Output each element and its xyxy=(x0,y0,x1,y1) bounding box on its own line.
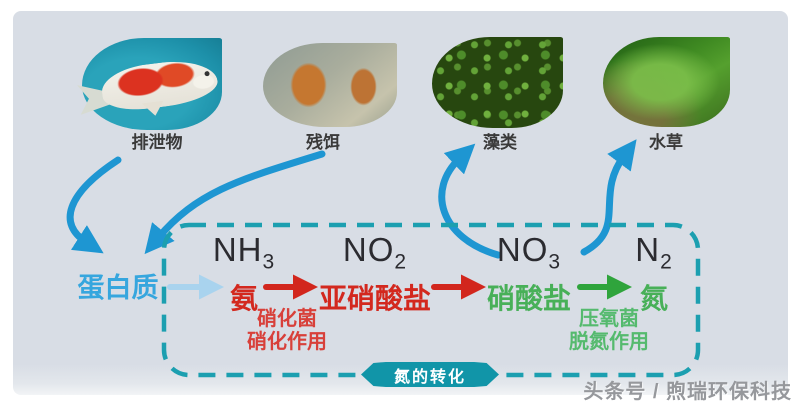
bait-label: 残饵 xyxy=(306,133,340,152)
anaerobic-bacteria-label: 压氧菌 xyxy=(579,308,639,330)
excrement-label: 排泄物 xyxy=(131,133,183,152)
denitrification-process-label: 脱氮作用 xyxy=(569,331,649,353)
nitrite-name: 亚硝酸盐 xyxy=(318,282,431,314)
nitrification-bacteria-label: 硝化菌 xyxy=(257,308,317,330)
watermark-text: 头条号 / 煦瑞环保科技 xyxy=(583,381,792,403)
stage-nitrate: NO3 硝酸盐 xyxy=(472,232,586,315)
stage-nitrogen: N2 氮 xyxy=(608,232,700,315)
koi-fin xyxy=(142,101,166,118)
formula-no3: NO3 xyxy=(496,231,562,274)
ammonia-name: 氨 xyxy=(229,282,258,314)
formula-nh3: NH3 xyxy=(212,231,276,274)
bait-leaf-image xyxy=(263,43,397,127)
formula-no2: NO2 xyxy=(342,231,408,274)
plants-leaf-image xyxy=(603,37,730,127)
nitrogen-name: 氮 xyxy=(639,282,668,314)
algae-leaf-image xyxy=(432,37,563,128)
nitrate-name: 硝酸盐 xyxy=(486,282,571,314)
nitrogen-transformation-badge: 氮的转化 xyxy=(361,362,499,387)
stage-ammonia: NH3 氨 xyxy=(198,232,290,315)
denitrification-note: 压氧菌 脱氮作用 xyxy=(534,308,684,354)
formula-n2: N2 xyxy=(635,231,673,274)
protein-label: 蛋白质 xyxy=(77,273,159,303)
nitrification-note: 硝化菌 硝化作用 xyxy=(212,308,362,354)
stage-nitrite: NO2 亚硝酸盐 xyxy=(316,232,434,315)
plants-label: 水草 xyxy=(649,133,683,152)
algae-label: 藻类 xyxy=(483,133,517,152)
nitrification-process-label: 硝化作用 xyxy=(247,331,327,353)
